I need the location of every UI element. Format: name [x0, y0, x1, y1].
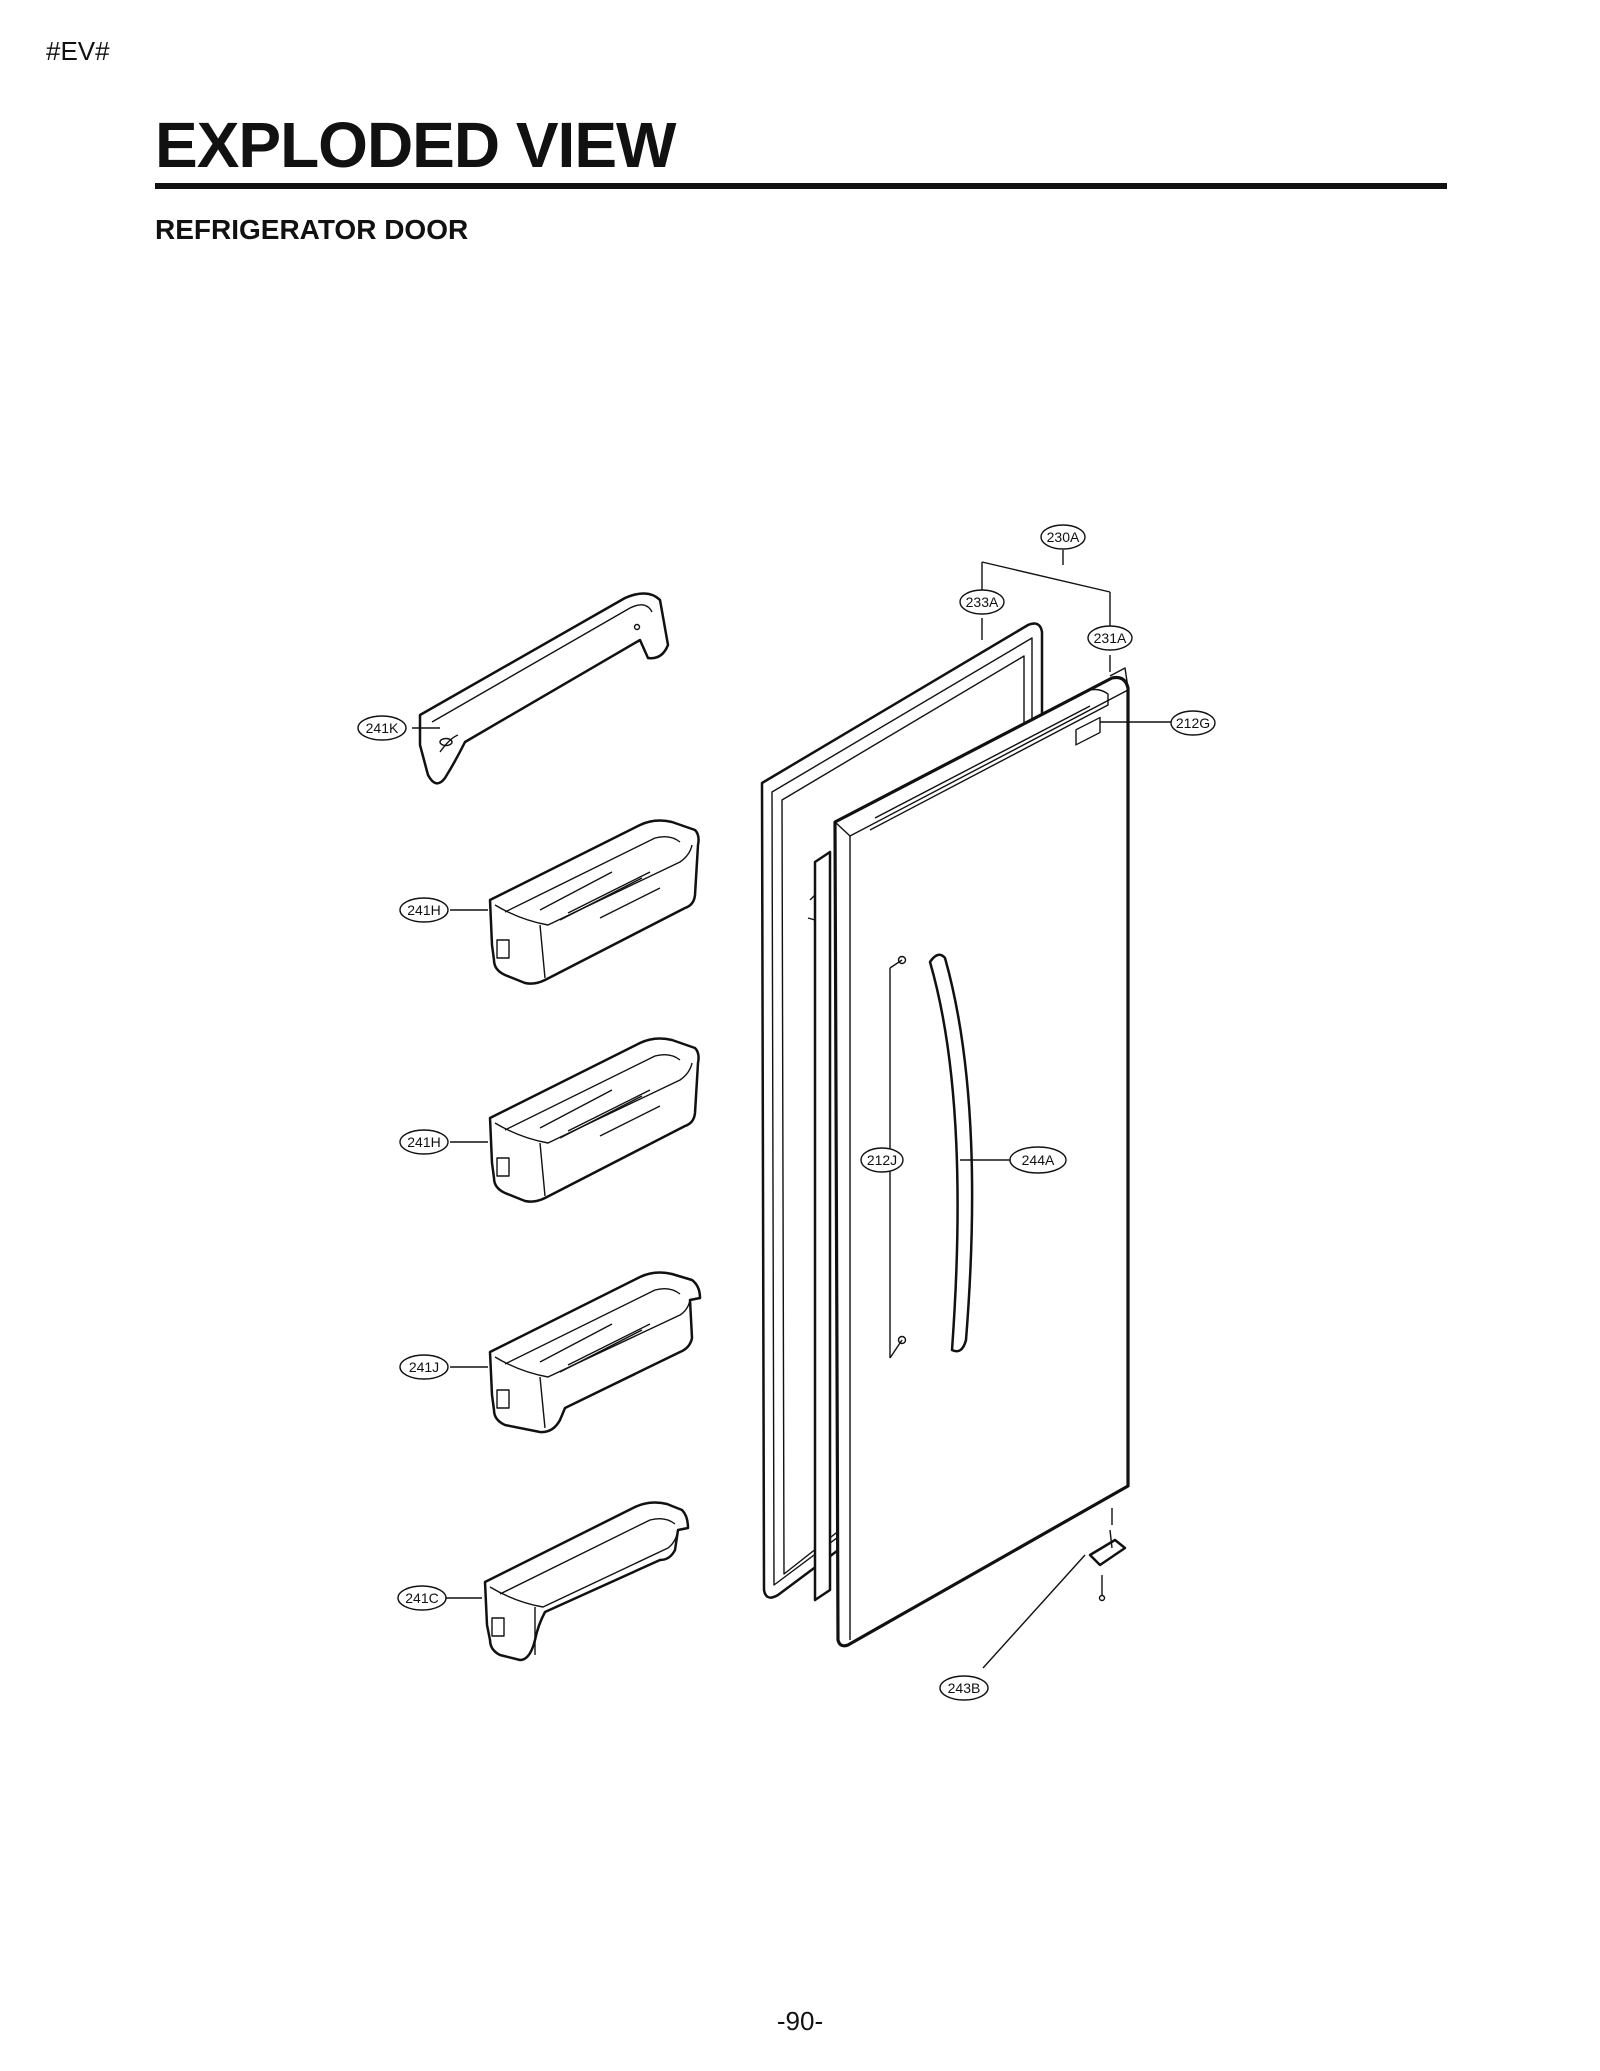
callout-label: 241H	[407, 1134, 440, 1150]
callout-label: 241H	[407, 902, 440, 918]
door-bin-241c	[483, 1501, 690, 1662]
callout-243b: 243B	[939, 1675, 989, 1701]
title-rule	[155, 183, 1447, 189]
callout-212j: 212J	[860, 1147, 904, 1173]
callout-label: 241K	[366, 720, 399, 736]
door-liner	[807, 850, 832, 1602]
callout-label: 243B	[948, 1680, 981, 1696]
document-tag: #EV#	[46, 36, 110, 66]
callout-label: 231A	[1094, 630, 1127, 646]
page-title: EXPLODED VIEW	[155, 109, 676, 181]
page-number: -90-	[776, 2006, 824, 2036]
callout-212g: 212G	[1170, 710, 1216, 736]
callout-230a: 230A	[1040, 524, 1086, 550]
section-subtitle: REFRIGERATOR DOOR	[155, 214, 469, 245]
door-bin-241j	[488, 1271, 702, 1434]
callout-244a: 244A	[1009, 1146, 1067, 1174]
door-bin-241k	[418, 592, 670, 785]
callout-241j: 241J	[399, 1354, 449, 1380]
callout-241h-1: 241H	[399, 897, 449, 923]
door-bin-241h-1	[488, 819, 700, 985]
callout-233a: 233A	[959, 589, 1005, 615]
callout-label: 230A	[1047, 529, 1080, 545]
refrigerator-door-231a	[833, 667, 1130, 1648]
callout-label: 241C	[405, 1590, 438, 1606]
callout-231a: 231A	[1087, 625, 1133, 651]
callout-241h-2: 241H	[399, 1129, 449, 1155]
callout-241c: 241C	[397, 1585, 447, 1611]
callout-label: 212G	[1176, 715, 1210, 731]
callout-label: 241J	[409, 1359, 439, 1375]
callout-label: 233A	[966, 594, 999, 610]
door-bin-241h-2	[488, 1037, 700, 1203]
callout-241k: 241K	[357, 715, 407, 741]
lower-hinge-243b	[1088, 1508, 1127, 1602]
callout-label: 212J	[867, 1152, 897, 1168]
callout-label: 244A	[1022, 1152, 1055, 1168]
